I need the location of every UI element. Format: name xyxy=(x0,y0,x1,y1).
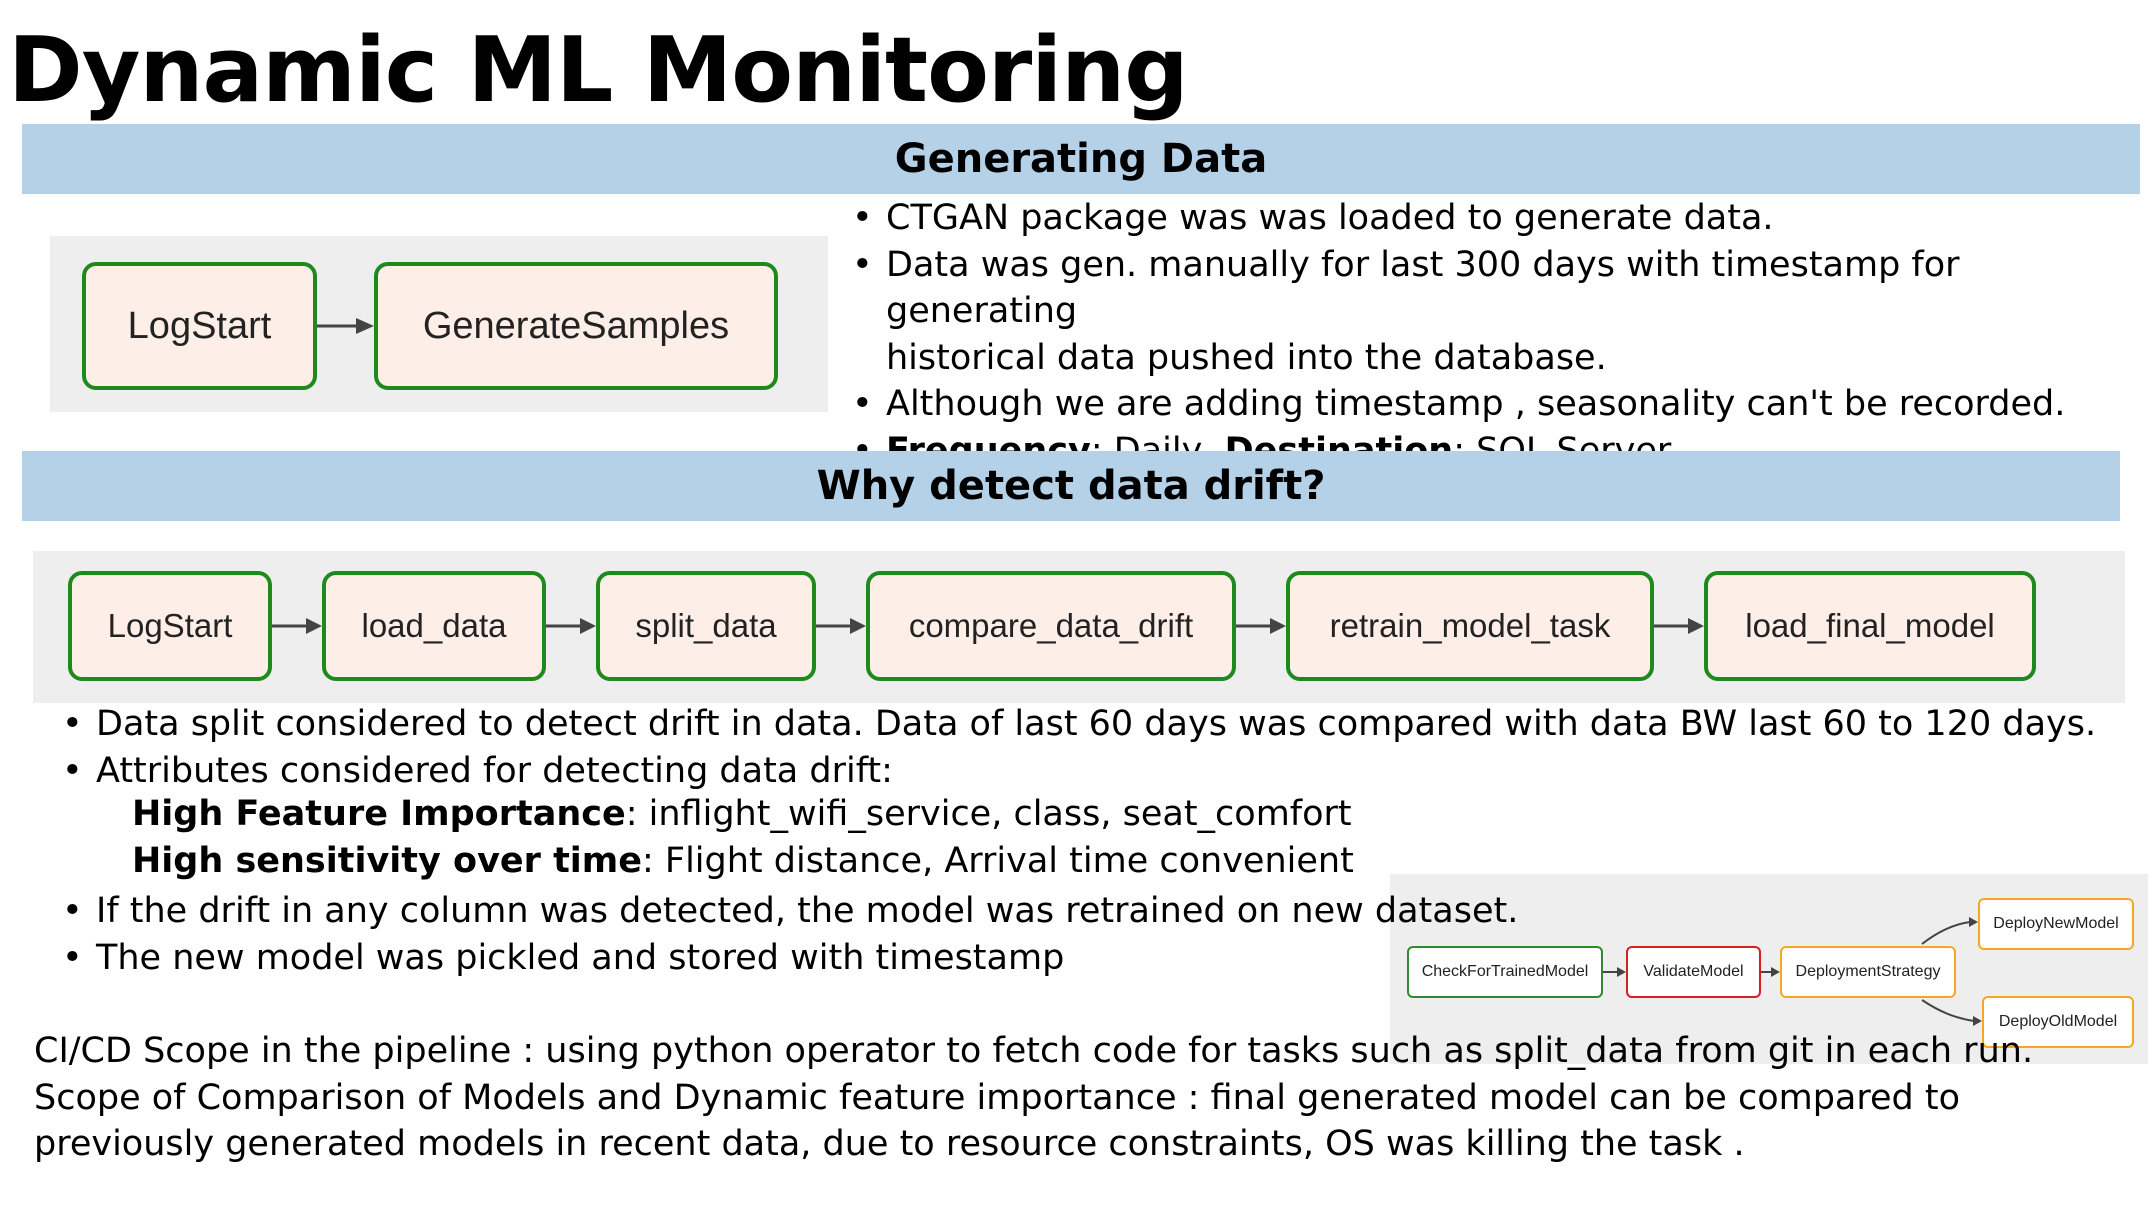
generating-data-bullets: CTGAN package was was loaded to generate… xyxy=(848,195,2138,474)
drift-bullets-bottom: If the drift in any column was detected,… xyxy=(58,888,1558,981)
flow-node-generatesamples[interactable]: GenerateSamples xyxy=(374,262,778,390)
flow-node-retrain-model-task[interactable]: retrain_model_task xyxy=(1286,571,1654,681)
flow-node-split-data[interactable]: split_data xyxy=(596,571,816,681)
node-label: LogStart xyxy=(127,304,272,347)
flow-node-compare-data-drift[interactable]: compare_data_drift xyxy=(866,571,1236,681)
node-label: split_data xyxy=(635,607,777,644)
footer-line: CI/CD Scope in the pipeline : using pyth… xyxy=(34,1031,2034,1071)
bullet: CTGAN package was was loaded to generate… xyxy=(848,195,2138,242)
attribute-feature-importance: High Feature Importance: inflight_wifi_s… xyxy=(132,794,1352,834)
flow-node-logstart[interactable]: LogStart xyxy=(82,262,317,390)
flow-node-load-data[interactable]: load_data xyxy=(322,571,546,681)
mini-node-deploymentstrategy[interactable]: DeploymentStrategy xyxy=(1780,946,1956,998)
flow-arrow xyxy=(317,318,374,334)
mini-node-validatemodel[interactable]: ValidateModel xyxy=(1626,946,1761,998)
drift-bullets-top: Data split considered to detect drift in… xyxy=(58,701,2118,794)
deploy-flow-arrows xyxy=(1603,917,1982,1026)
section-generating-data-header: Generating Data xyxy=(22,124,2140,194)
mini-node-deploynewmodel[interactable]: DeployNewModel xyxy=(1978,898,2134,950)
bullet: Attributes considered for detecting data… xyxy=(58,748,2118,795)
bullet: If the drift in any column was detected,… xyxy=(58,888,1558,935)
attribute-sensitivity: High sensitivity over time: Flight dista… xyxy=(132,841,1354,881)
drift-flow-arrows xyxy=(272,618,1704,634)
mini-node-deployoldmodel[interactable]: DeployOldModel xyxy=(1982,996,2134,1048)
footer-line: Scope of Comparison of Models and Dynami… xyxy=(34,1077,1961,1118)
section-data-drift-header: Why detect data drift? xyxy=(22,451,2120,521)
node-label: LogStart xyxy=(107,607,233,644)
bullet: The new model was pickled and stored wit… xyxy=(58,935,1558,982)
node-label: GenerateSamples xyxy=(422,304,730,347)
footer-notes: CI/CD Scope in the pipeline : using pyth… xyxy=(34,1028,2033,1168)
node-label: compare_data_drift xyxy=(908,607,1194,644)
bullet: Data was gen. manually for last 300 days… xyxy=(848,242,2138,382)
node-label: load_final_model xyxy=(1745,607,1995,644)
page-title: Dynamic ML Monitoring xyxy=(8,18,1189,123)
flow-node-logstart[interactable]: LogStart xyxy=(68,571,272,681)
bullet: Data split considered to detect drift in… xyxy=(58,701,2118,748)
footer-line: previously generated models in recent da… xyxy=(34,1124,1745,1164)
section-heading: Why detect data drift? xyxy=(816,463,1326,509)
node-label: load_data xyxy=(361,607,507,644)
bullet: Although we are adding timestamp , seaso… xyxy=(848,381,2138,428)
section-heading: Generating Data xyxy=(894,136,1268,182)
flow-node-load-final-model[interactable]: load_final_model xyxy=(1704,571,2036,681)
node-label: retrain_model_task xyxy=(1329,607,1611,644)
